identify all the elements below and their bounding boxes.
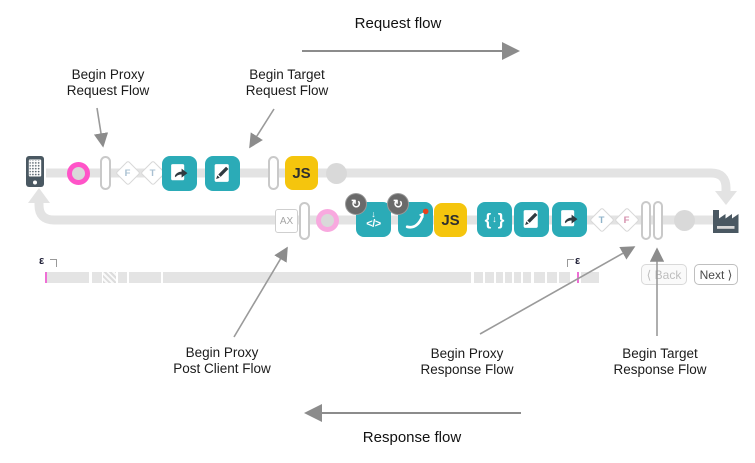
condition-letter: F: [125, 167, 131, 179]
label-line: Begin Target: [622, 346, 698, 361]
response-flow-title: Response flow: [362, 429, 462, 446]
label-begin-proxy-post-client-flow: Begin Proxy Post Client Flow: [152, 345, 292, 377]
proxy-endpoint-ring[interactable]: [66, 161, 90, 185]
trace-timeline-bar[interactable]: [45, 272, 599, 283]
timeline-segment[interactable]: [163, 272, 471, 283]
timeline-segment[interactable]: [547, 272, 557, 283]
down-arrow-glyph: ↓: [492, 214, 497, 224]
code-glyph: </>: [366, 217, 381, 230]
analytics-ax-box[interactable]: AX: [275, 209, 298, 233]
elapsed-bracket-right: [567, 259, 574, 267]
timeline-segment[interactable]: [92, 272, 102, 283]
js-label: JS: [441, 211, 460, 229]
begin-proxy-post-client-flow-marker[interactable]: [299, 202, 310, 240]
brace-glyph-row: { ↓ }: [485, 211, 505, 228]
js-label: JS: [292, 164, 311, 182]
timeline-segment[interactable]: [534, 272, 545, 283]
timeline-segment[interactable]: [485, 272, 494, 283]
elapsed-bracket-left: [50, 259, 57, 267]
begin-proxy-request-flow-marker[interactable]: [100, 156, 111, 190]
request-track: [46, 168, 731, 191]
flow-callout-policy-icon[interactable]: [552, 202, 587, 237]
timeline-segment[interactable]: [523, 272, 531, 283]
code-glyph-stack: ↓ </>: [366, 208, 381, 230]
condition-letter: T: [599, 214, 605, 226]
flow-callout-policy-icon[interactable]: [162, 156, 197, 191]
rotate-glyph: ↻: [350, 197, 362, 211]
condition-letter: T: [150, 167, 156, 179]
begin-target-response-flow-marker[interactable]: [653, 201, 663, 240]
timeline-segment[interactable]: [559, 272, 570, 283]
label-line: Request Flow: [245, 83, 329, 99]
request-track-arrowhead: [715, 191, 737, 205]
next-button[interactable]: Next ⟩: [694, 264, 738, 285]
brace-close-glyph: }: [497, 210, 505, 229]
response-track: [34, 203, 714, 225]
javascript-policy-icon[interactable]: JS: [434, 203, 467, 237]
target-endpoint-dot[interactable]: [673, 209, 695, 231]
response-track-arrowhead: [28, 188, 50, 203]
label-begin-target-request-flow: Begin Target Request Flow: [217, 67, 357, 99]
elapsed-epsilon-right: ε: [575, 255, 581, 267]
extract-variables-code-policy-icon[interactable]: ↓ </>: [356, 202, 391, 237]
label-line: Begin Proxy: [71, 67, 145, 82]
assign-message-pencil-policy-icon[interactable]: [205, 156, 240, 191]
timeline-segment[interactable]: [474, 272, 483, 283]
label-line: Begin Target: [249, 67, 325, 82]
label-line: Response Flow: [613, 362, 707, 378]
timeline-segment[interactable]: [103, 272, 116, 283]
javascript-policy-icon[interactable]: JS: [285, 156, 318, 190]
timeline-segment[interactable]: [129, 272, 161, 283]
timeline-segment[interactable]: [496, 272, 503, 283]
timeline-segment[interactable]: [581, 272, 599, 283]
label-line: Request Flow: [66, 83, 150, 99]
rotate-glyph: ↻: [392, 197, 404, 211]
down-arrow-glyph: ↓: [371, 208, 376, 219]
ax-label: AX: [279, 215, 294, 227]
extract-variables-braces-policy-icon[interactable]: { ↓ }: [477, 202, 512, 237]
condition-letter: F: [624, 214, 630, 226]
timeline-segment[interactable]: [118, 272, 127, 283]
label-begin-target-response-flow: Begin Target Response Flow: [590, 346, 730, 378]
request-flow-title: Request flow: [354, 15, 442, 32]
elapsed-epsilon-left: ε: [39, 255, 45, 267]
brace-open-glyph: {: [484, 210, 492, 229]
timeline-segment[interactable]: [514, 272, 521, 283]
timeline-segment[interactable]: [47, 272, 89, 283]
begin-target-request-flow-marker[interactable]: [268, 156, 279, 190]
assign-message-pencil-policy-icon[interactable]: [514, 202, 549, 237]
back-button[interactable]: ⟨ Back: [641, 264, 687, 285]
target-endpoint-dot[interactable]: [325, 162, 347, 184]
backend-factory-icon[interactable]: [711, 207, 740, 238]
timeline-tick[interactable]: [577, 272, 579, 283]
label-line: Begin Proxy: [185, 345, 259, 360]
label-begin-proxy-response-flow: Begin Proxy Response Flow: [397, 346, 537, 378]
timeline-segment[interactable]: [505, 272, 512, 283]
async-rotate-badge: ↻: [346, 194, 366, 214]
client-phone-icon[interactable]: [26, 156, 44, 192]
timeline-tick[interactable]: [45, 272, 47, 283]
post-client-ring[interactable]: [315, 208, 339, 232]
label-begin-proxy-request-flow: Begin Proxy Request Flow: [38, 67, 178, 99]
label-line: Response Flow: [420, 362, 514, 378]
async-rotate-badge: ↻: [388, 194, 408, 214]
begin-proxy-response-flow-marker[interactable]: [641, 201, 651, 240]
label-line: Begin Proxy: [430, 346, 504, 361]
label-line: Post Client Flow: [173, 361, 271, 377]
